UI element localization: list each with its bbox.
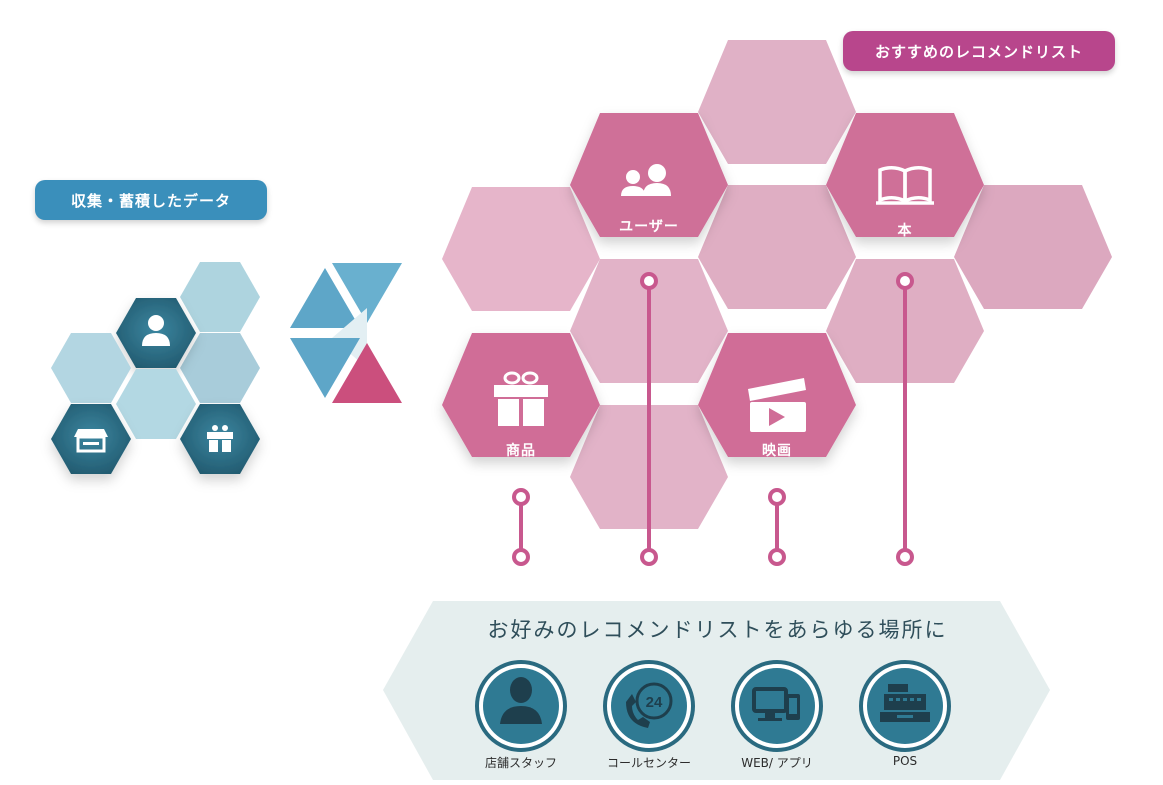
devices-icon	[752, 687, 800, 721]
store-icon	[74, 429, 108, 453]
gift-icon	[207, 425, 233, 452]
clapperboard-icon	[748, 378, 806, 432]
svg-text:24: 24	[646, 694, 663, 711]
cash-register-icon	[880, 684, 930, 722]
collected-data-hex-cluster	[51, 262, 260, 474]
channel-pos	[859, 660, 951, 752]
channel-call-center: 24	[603, 660, 695, 752]
users-icon	[621, 164, 671, 196]
channel-label-staff: 店舗スタッフ	[484, 756, 557, 770]
product-hex-label: 商品	[506, 443, 536, 459]
channel-label-call-center: コールセンター	[606, 756, 691, 770]
person-icon	[500, 677, 542, 724]
channel-panel: 24	[383, 601, 1050, 780]
channel-web-app	[731, 660, 823, 752]
call-24-icon: 24	[626, 682, 673, 728]
book-icon	[876, 166, 934, 205]
person-icon	[142, 315, 170, 346]
connector-lines	[512, 272, 914, 566]
book-hex-label: 本	[897, 223, 913, 239]
gift-icon-large	[494, 371, 548, 426]
user-hex-label: ユーザー	[619, 219, 679, 235]
channel-label-pos: POS	[892, 754, 918, 768]
store-hex	[51, 404, 131, 474]
recommend-list-label: おすすめのレコメンドリスト	[843, 31, 1115, 71]
collected-data-label: 収集・蓄積したデータ	[35, 180, 267, 220]
movie-hex-label: 映画	[762, 443, 792, 459]
transform-symbol	[290, 263, 402, 403]
channel-label-web-app: WEB/ アプリ	[741, 756, 813, 770]
bottom-panel-title: お好みのレコメンドリストをあらゆる場所に	[487, 618, 948, 642]
channel-staff	[475, 660, 567, 752]
